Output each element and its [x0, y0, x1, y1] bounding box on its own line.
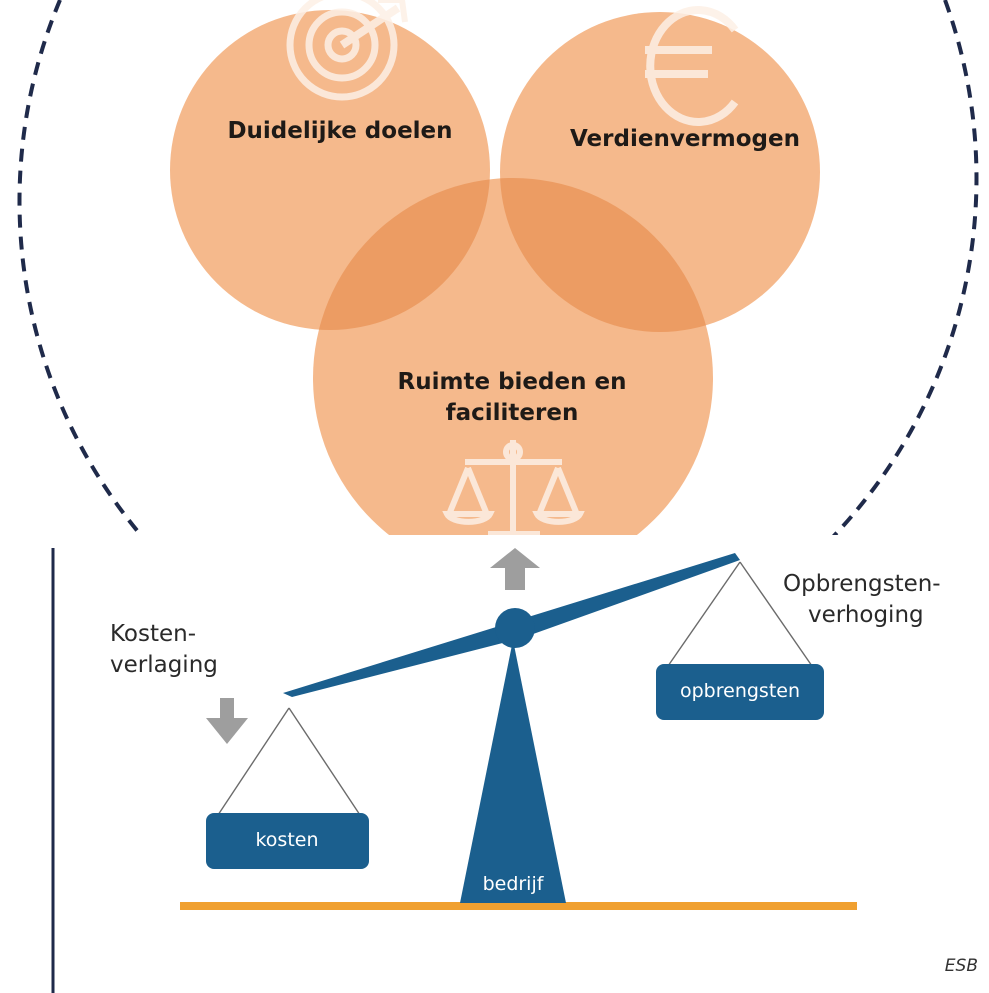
- label-verdienvermogen: Verdienvermogen: [570, 126, 800, 152]
- right-pan-strings: [667, 561, 813, 667]
- scale-pillar: [460, 640, 566, 903]
- left-pan-strings: [217, 707, 361, 816]
- venn-panel: Duidelijke doelen Verdienvermogen Ruimte…: [17, 0, 979, 535]
- right-pan: [656, 664, 824, 720]
- scale-pivot: [495, 608, 535, 648]
- label-ruimte-bieden: Ruimte bieden en: [398, 369, 627, 395]
- label-opbrengsten-line-2: verhoging: [808, 602, 924, 628]
- arrow-up-icon: [490, 548, 540, 590]
- left-pan-label: kosten: [255, 829, 318, 851]
- arrow-down-icon: [206, 698, 248, 744]
- overlap-doelen-ruimte: [313, 178, 490, 330]
- label-faciliteren: faciliteren: [446, 400, 579, 426]
- balance-scale-icon: [442, 440, 585, 535]
- label-kosten-line-1: Kosten-: [110, 621, 196, 647]
- overlap-verdien-ruimte: [500, 178, 713, 332]
- pillar-label: bedrijf: [483, 873, 545, 895]
- right-pan-label: opbrengsten: [680, 680, 800, 702]
- euro-icon: [645, 6, 739, 126]
- dashed-ring: [17, 0, 979, 535]
- left-pan: [206, 813, 369, 869]
- scale-panel: kosten opbrengsten bedrijf Kosten- verla…: [51, 548, 978, 993]
- source-credit: ESB: [945, 956, 978, 976]
- label-opbrengsten-line-1: Opbrengsten-: [783, 571, 941, 597]
- label-kosten-line-2: verlaging: [110, 652, 218, 678]
- label-duidelijke-doelen: Duidelijke doelen: [227, 118, 452, 144]
- target-icon: [286, 0, 408, 101]
